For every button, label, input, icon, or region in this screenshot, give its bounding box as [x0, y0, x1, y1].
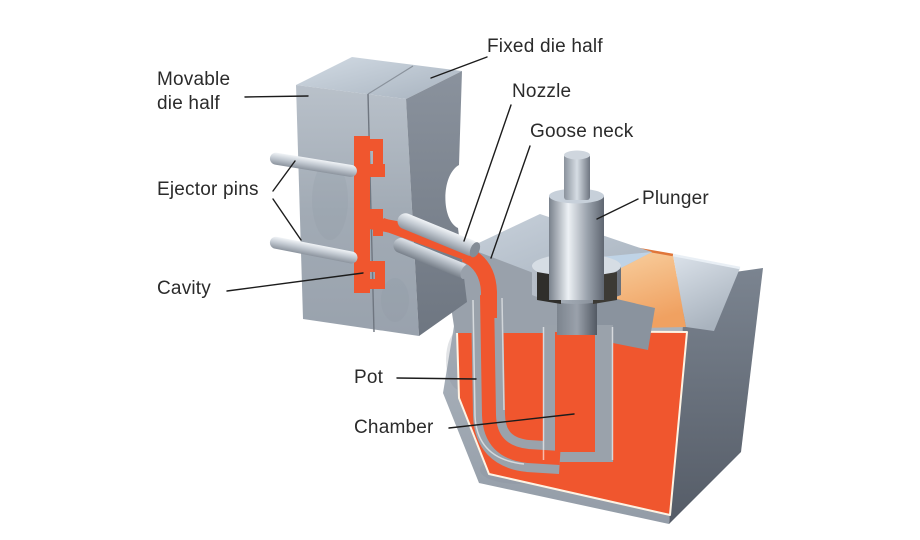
leader-lines	[226, 56, 639, 429]
plunger-assembly	[532, 150, 621, 335]
label-cavity: Cavity	[157, 278, 211, 299]
die-top-face	[296, 57, 462, 99]
leader-ejector-pin-top	[272, 160, 296, 192]
label-goose-neck: Goose neck	[530, 121, 634, 142]
leader-goose-neck	[490, 145, 531, 259]
chamber-column	[555, 332, 595, 452]
leader-nozzle	[463, 104, 512, 242]
leader-movable-die-half	[244, 95, 309, 98]
parting-line-top	[367, 65, 414, 95]
leader-cavity	[226, 272, 364, 292]
label-movable-die-half: Movable die half	[157, 69, 231, 114]
plunger-barrel	[549, 196, 604, 300]
leader-plunger	[596, 198, 639, 220]
pot-rim-inner-face	[673, 255, 740, 331]
goose-neck-channel	[471, 294, 614, 474]
leader-chamber	[448, 413, 575, 429]
label-chamber: Chamber	[354, 417, 434, 438]
pot-right-face	[669, 268, 763, 524]
label-ejector-pins: Ejector pins	[157, 179, 259, 200]
nozzle-assembly	[393, 213, 481, 280]
die-halves-block	[296, 57, 467, 336]
rim-top-edge	[672, 253, 741, 270]
label-nozzle: Nozzle	[512, 81, 572, 102]
label-pot: Pot	[354, 367, 384, 388]
ejector-pin-bottom	[269, 236, 358, 264]
nozzle-lower-half	[393, 238, 469, 278]
leader-pot	[396, 377, 477, 380]
label-fixed-die-half: Fixed die half	[487, 36, 603, 57]
plunger-rod	[564, 154, 590, 200]
ejector-pin-top	[269, 152, 357, 177]
nozzle-upper-half	[397, 213, 479, 256]
cavity-top	[369, 164, 385, 177]
label-plunger: Plunger	[642, 188, 709, 209]
leader-fixed-die-half	[430, 56, 488, 79]
leader-ejector-pin-bottom	[272, 198, 302, 241]
